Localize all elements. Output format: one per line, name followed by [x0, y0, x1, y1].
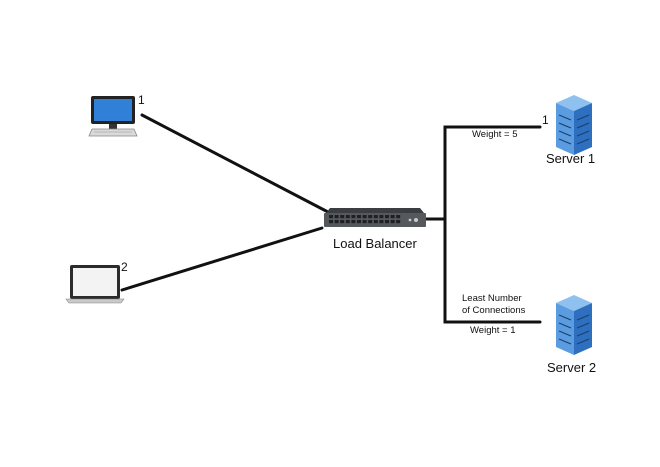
- server-2-note-line1: Least Number: [462, 293, 522, 304]
- desktop-computer-icon: [88, 96, 138, 137]
- client-2-number: 2: [121, 260, 128, 274]
- link-trunk-to-server1: [443, 125, 542, 324]
- load-balancer-label: Load Balancer: [333, 236, 417, 251]
- server-1-label: Server 1: [546, 151, 596, 166]
- link-client1-to-balancer: [140, 113, 330, 214]
- server-1-marker: 1: [542, 113, 549, 127]
- server-rack-icon: [556, 295, 592, 355]
- server-2-note-line2: of Connections: [462, 305, 526, 316]
- server-2-label: Server 2: [547, 360, 597, 375]
- link-client2-to-balancer: [120, 226, 324, 292]
- client-1-number: 1: [138, 93, 145, 107]
- network-switch-icon: [324, 208, 426, 227]
- server-2-weight: Weight = 1: [470, 325, 516, 336]
- server-rack-icon: [556, 95, 592, 155]
- laptop-icon: [65, 265, 125, 304]
- server-1-weight: Weight = 5: [472, 129, 518, 140]
- connection-lines: [120, 113, 542, 324]
